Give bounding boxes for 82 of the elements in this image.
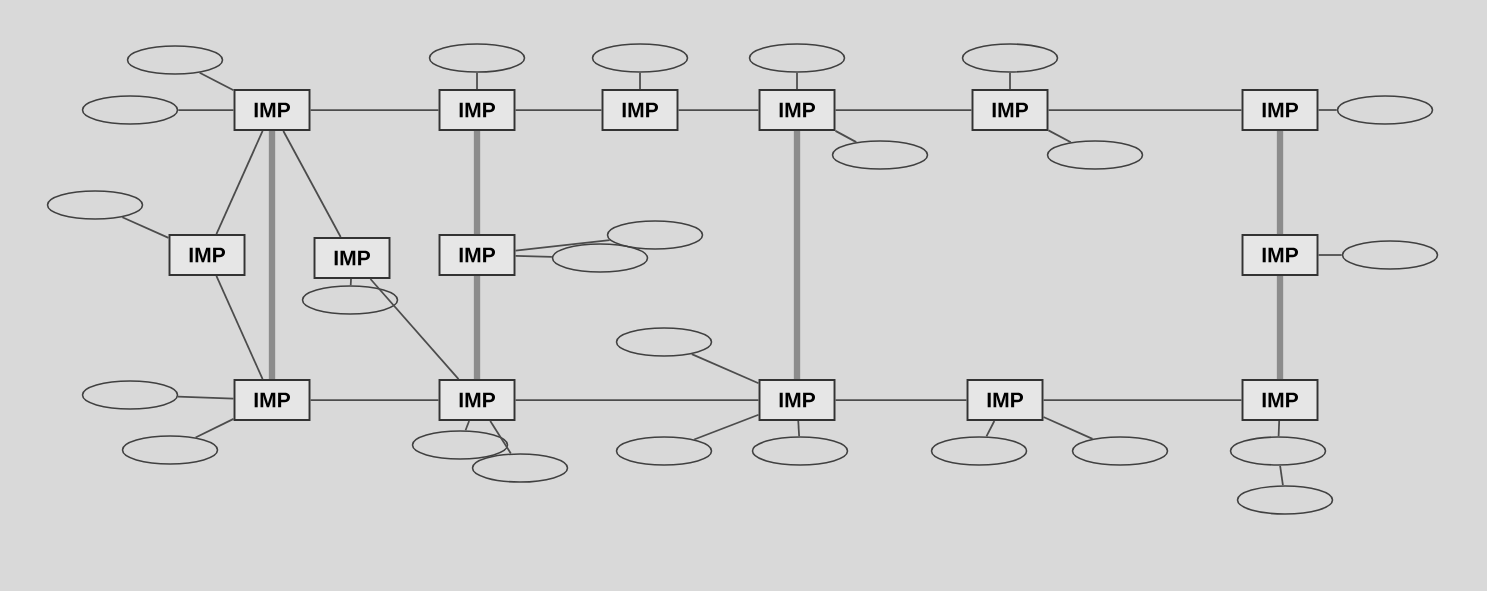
connector-line: [514, 109, 603, 111]
connector-line: [476, 71, 478, 90]
host-ellipse: [81, 380, 179, 410]
connector-line: [215, 130, 264, 235]
connector-line: [677, 109, 760, 111]
host-ellipse: [1229, 436, 1327, 466]
connector-line: [796, 71, 798, 90]
connector-line: [1042, 399, 1243, 401]
connector-line: [194, 418, 235, 439]
connector-line: [514, 239, 611, 252]
connector-line: [198, 71, 235, 92]
host-ellipse: [615, 327, 713, 357]
host-ellipse: [930, 436, 1028, 466]
host-ellipse: [471, 453, 569, 483]
connector-line: [1276, 130, 1284, 235]
imp-box: IMP: [758, 89, 836, 131]
connector-line: [985, 420, 996, 438]
connector-line: [369, 278, 460, 380]
imp-box: IMP: [233, 89, 311, 131]
host-ellipse: [591, 43, 689, 73]
host-ellipse: [1341, 240, 1439, 270]
connector-line: [793, 130, 801, 380]
connector-line: [268, 130, 276, 380]
connector-line: [282, 130, 342, 238]
connector-line: [1009, 71, 1011, 90]
connector-line: [639, 71, 641, 90]
connector-line: [177, 395, 235, 400]
host-ellipse: [81, 95, 179, 125]
host-ellipse: [751, 436, 849, 466]
host-ellipse: [411, 430, 509, 460]
imp-box: IMP: [1241, 379, 1319, 421]
imp-box: IMP: [438, 89, 516, 131]
connector-line: [464, 420, 470, 432]
connector-line: [834, 109, 973, 111]
connector-line: [690, 353, 760, 385]
connector-line: [177, 109, 235, 111]
host-ellipse: [615, 436, 713, 466]
connector-line: [834, 399, 968, 401]
connector-line: [1047, 109, 1243, 111]
connector-line: [121, 216, 170, 239]
host-ellipse: [46, 190, 144, 220]
host-ellipse: [551, 243, 649, 273]
imp-box: IMP: [1241, 234, 1319, 276]
connector-line: [215, 275, 264, 380]
host-ellipse: [606, 220, 704, 250]
connector-line: [1279, 464, 1284, 487]
host-ellipse: [961, 43, 1059, 73]
connector-line: [1042, 416, 1094, 440]
connector-line: [309, 399, 440, 401]
host-ellipse: [121, 435, 219, 465]
host-ellipse: [428, 43, 526, 73]
imp-box: IMP: [971, 89, 1049, 131]
host-ellipse: [126, 45, 224, 75]
imp-box: IMP: [168, 234, 246, 276]
connector-line: [797, 420, 800, 438]
host-ellipse: [1336, 95, 1434, 125]
host-ellipse: [748, 43, 846, 73]
connector-line: [514, 399, 760, 401]
imp-box: IMP: [233, 379, 311, 421]
connector-line: [349, 278, 352, 287]
connector-line: [1317, 254, 1343, 256]
host-ellipse: [1046, 140, 1144, 170]
connector-line: [1277, 420, 1281, 438]
imp-box: IMP: [438, 234, 516, 276]
connector-line: [1047, 129, 1072, 144]
host-ellipse: [831, 140, 929, 170]
connector-line: [473, 130, 481, 235]
imp-box: IMP: [966, 379, 1044, 421]
connector-line: [693, 413, 760, 441]
imp-box: IMP: [1241, 89, 1319, 131]
host-ellipse: [1236, 485, 1334, 515]
connector-line: [489, 420, 512, 455]
imp-box: IMP: [758, 379, 836, 421]
connector-line: [514, 255, 553, 258]
host-ellipse: [301, 285, 399, 315]
imp-box: IMP: [438, 379, 516, 421]
connector-line: [834, 130, 858, 143]
connector-line: [309, 109, 440, 111]
connector-line: [1317, 109, 1338, 111]
imp-box: IMP: [313, 237, 391, 279]
imp-box: IMP: [601, 89, 679, 131]
host-ellipse: [1071, 436, 1169, 466]
